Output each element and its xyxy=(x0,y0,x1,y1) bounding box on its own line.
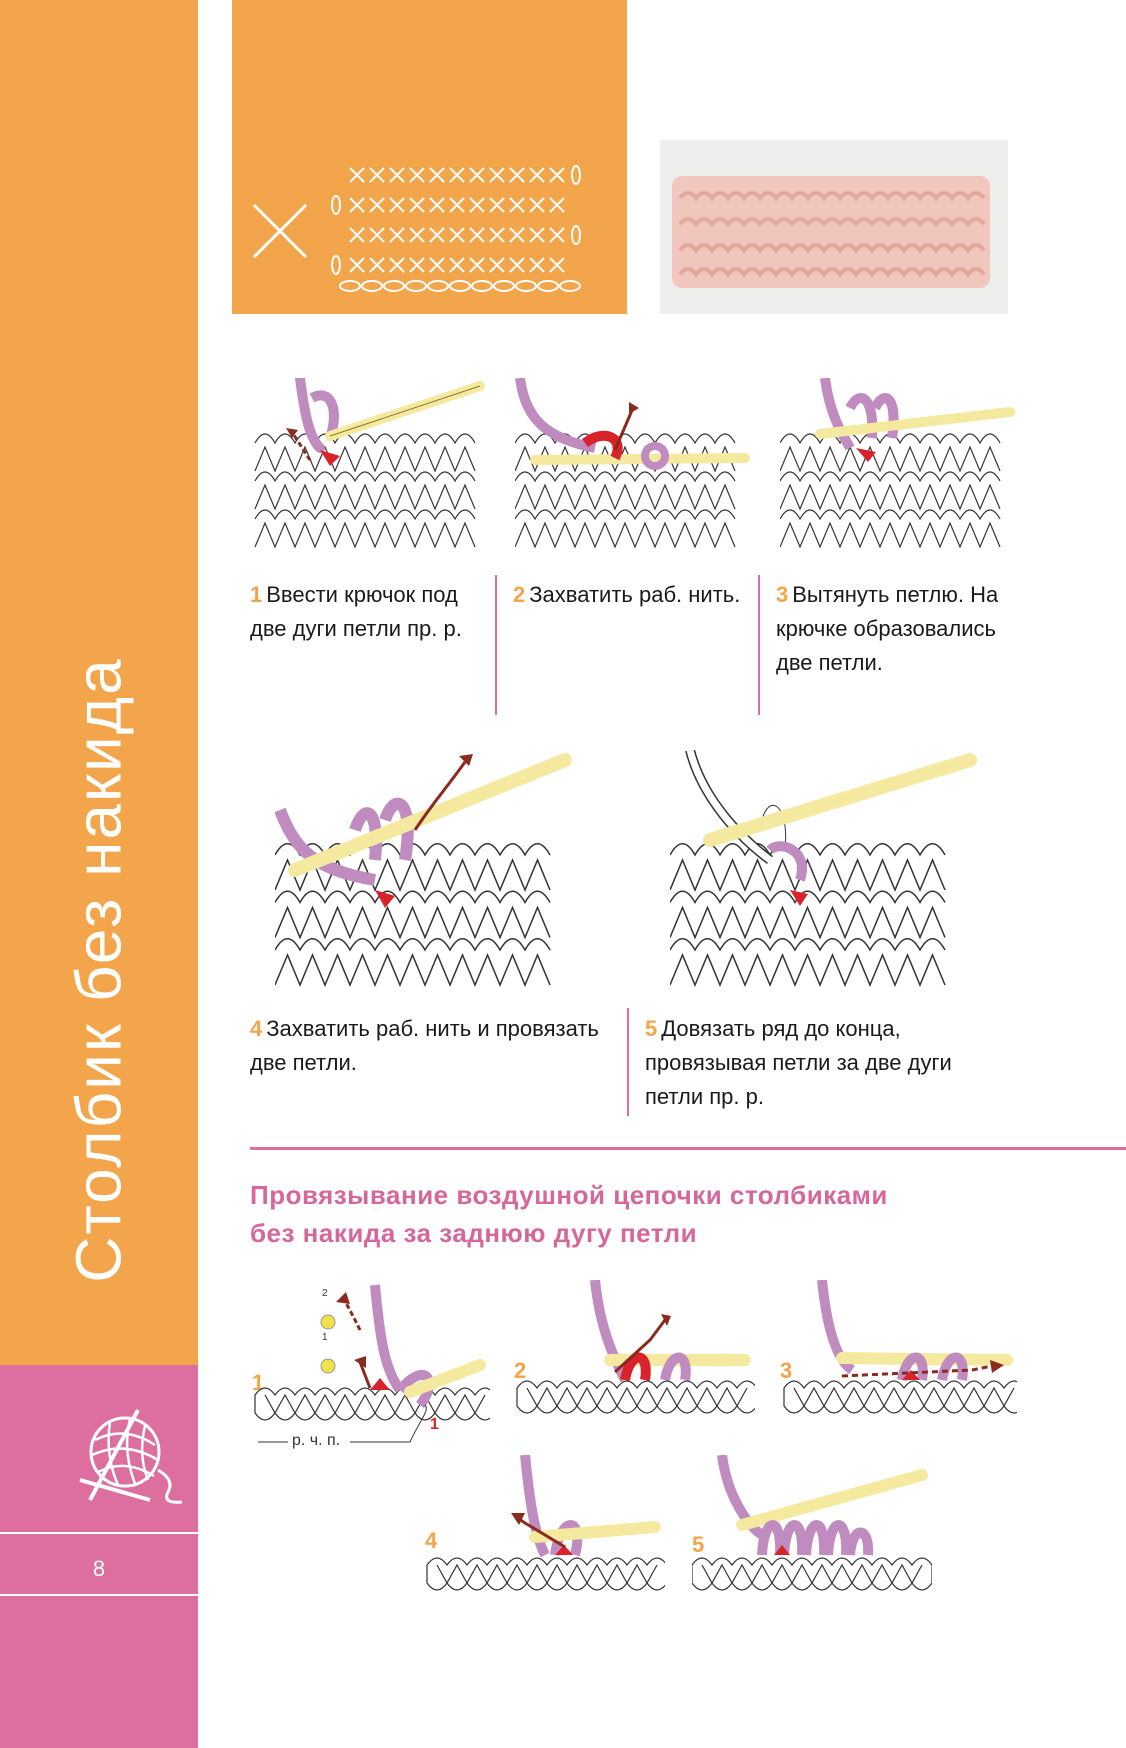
chain-step-3-number: 3 xyxy=(780,1358,793,1383)
step-3-illustration xyxy=(780,378,1015,548)
chain-base-label: р. ч. п. xyxy=(292,1432,341,1449)
chain-step-3-illustration xyxy=(783,1280,1017,1414)
step-1-illustration xyxy=(254,378,485,548)
chain-step-5-illustration xyxy=(692,1455,932,1591)
marker-1-label: 1 xyxy=(322,1332,328,1343)
sidebar-divider-bottom xyxy=(0,1594,198,1596)
chain-symbol-icon xyxy=(331,165,581,292)
section-separator xyxy=(250,1147,1126,1150)
chain-step-1-illustration xyxy=(254,1284,490,1443)
chain-step-4-illustration xyxy=(426,1455,665,1591)
step-separator-1 xyxy=(495,575,497,715)
sidebar-divider-top xyxy=(0,1532,198,1534)
chain-step-4-number: 4 xyxy=(425,1528,438,1553)
chapter-title: Столбик без накида xyxy=(63,657,135,1283)
section-title: Провязывание воздушной цепочки столбикам… xyxy=(250,1180,888,1248)
chain-step-5-number: 5 xyxy=(692,1532,705,1557)
symbol-diagram-box xyxy=(232,0,627,314)
red-loop-label: 1 xyxy=(430,1416,439,1433)
marker-2-label: 2 xyxy=(322,1288,328,1299)
chain-step-2-number: 2 xyxy=(514,1358,527,1383)
yarn-ball-icon xyxy=(79,1409,183,1504)
swatch-photo xyxy=(660,140,1008,314)
step-separator-2 xyxy=(758,575,760,715)
sidebar-orange-band xyxy=(0,0,198,1365)
step-4-illustration xyxy=(275,753,572,986)
chain-step-2-illustration xyxy=(516,1280,755,1414)
step-5-illustration xyxy=(670,750,977,986)
page-number: 8 xyxy=(92,1556,106,1581)
x-symbol-icon xyxy=(252,203,308,259)
step-2-illustration xyxy=(515,378,750,548)
step-separator-3 xyxy=(627,1008,629,1116)
